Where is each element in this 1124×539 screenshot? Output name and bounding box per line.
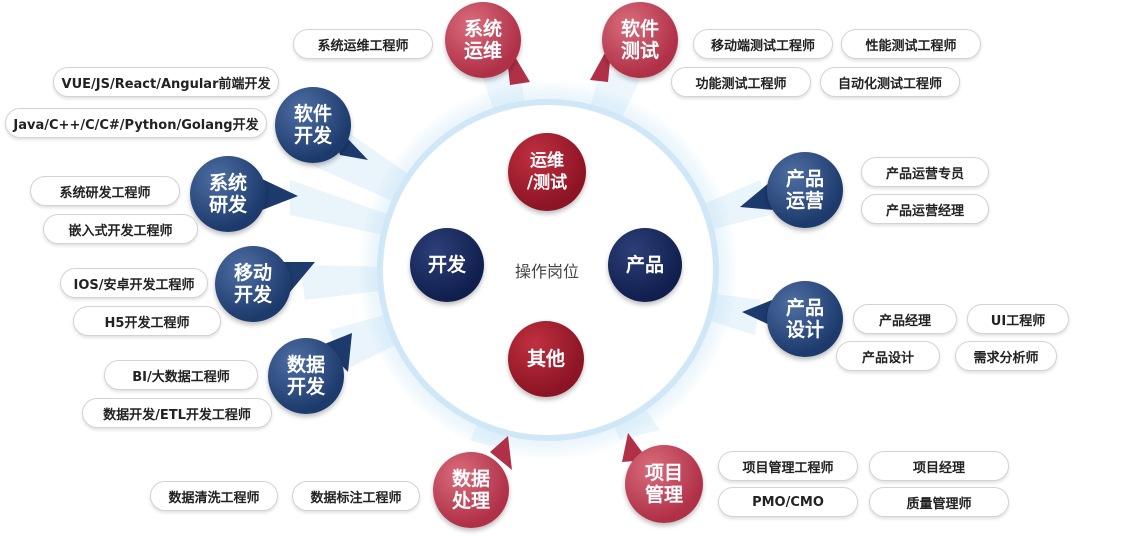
node-dev: 开发 — [410, 228, 484, 302]
role-pill: PMO/CMO — [718, 487, 858, 517]
role-pill: UI工程师 — [967, 304, 1069, 334]
role-pill: 产品运营专员 — [861, 157, 989, 187]
role-pill: 数据清洗工程师 — [150, 481, 278, 511]
role-pill: Java/C++/C/C#/Python/Golang开发 — [5, 108, 267, 138]
role-pill: 产品运营经理 — [861, 194, 989, 224]
role-pill: 需求分析师 — [955, 341, 1057, 371]
center-label: 操作岗位 — [515, 262, 580, 281]
category-data-dev: 数据 开发 — [268, 338, 344, 414]
role-pill: 产品经理 — [853, 304, 957, 334]
node-product: 产品 — [608, 228, 682, 302]
category-prod-design: 产品 设计 — [767, 281, 843, 357]
category-prod-ops: 产品 运营 — [767, 152, 843, 228]
role-pill: 系统研发工程师 — [30, 176, 180, 206]
role-pill: 功能测试工程师 — [671, 67, 811, 97]
role-pill: 自动化测试工程师 — [820, 67, 960, 97]
role-pill: 性能测试工程师 — [841, 29, 981, 59]
role-pill: 数据标注工程师 — [292, 481, 420, 511]
role-pill: 嵌入式开发工程师 — [43, 214, 198, 244]
category-data-proc: 数据 处理 — [433, 452, 509, 528]
category-proj-mgmt: 项目 管理 — [625, 445, 703, 523]
role-pill: VUE/JS/React/Angular前端开发 — [53, 67, 279, 97]
node-ops-test: 运维 /测试 — [508, 133, 586, 211]
category-mobile-dev: 移动 开发 — [215, 246, 291, 322]
role-pill: 质量管理师 — [869, 487, 1009, 517]
role-pill: 项目经理 — [869, 451, 1009, 481]
role-pill: IOS/安卓开发工程师 — [60, 268, 208, 298]
node-other: 其他 — [508, 321, 584, 397]
role-pill: BI/大数据工程师 — [104, 360, 258, 390]
category-sys-rd: 系统 研发 — [190, 156, 266, 232]
category-sw-dev: 软件 开发 — [275, 87, 351, 163]
category-sw-test: 软件 测试 — [602, 2, 678, 78]
category-sys-ops: 系统 运维 — [445, 2, 521, 78]
role-pill: 系统运维工程师 — [293, 29, 433, 59]
role-pill: H5开发工程师 — [73, 306, 221, 336]
role-pill: 项目管理工程师 — [718, 451, 858, 481]
role-pill: 产品设计 — [836, 341, 940, 371]
role-pill: 移动端测试工程师 — [693, 29, 833, 59]
role-pill: 数据开发/ETL开发工程师 — [82, 398, 272, 428]
